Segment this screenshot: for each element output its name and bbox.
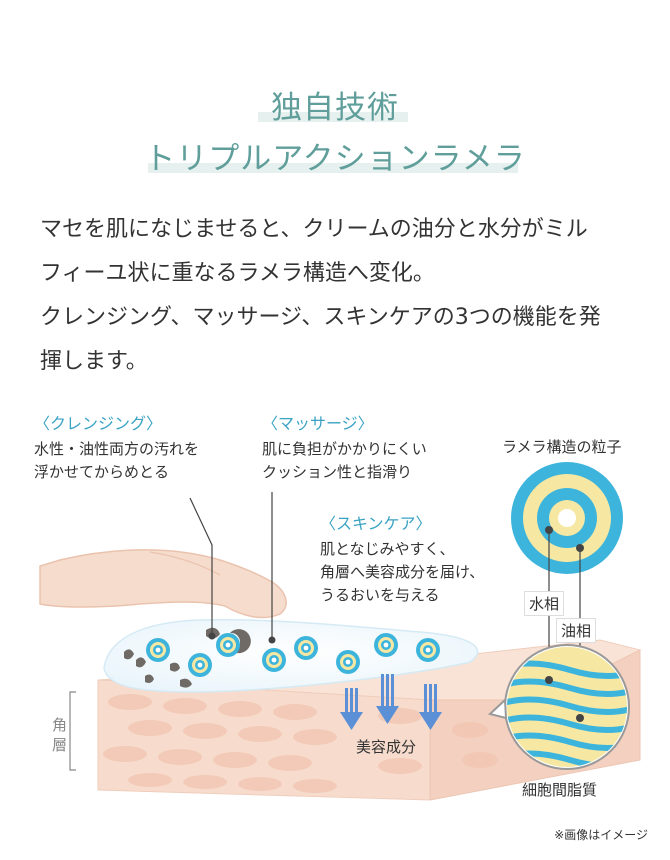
water-phase-label: 水相 xyxy=(524,591,565,616)
intro-line: フィーユ状に重なるラメラ構造へ変化。 xyxy=(40,261,435,286)
ingredient-arrows xyxy=(340,674,442,730)
page-title: 独自技術 xyxy=(271,90,399,126)
massage-heading: 〈マッサージ〉 xyxy=(262,414,374,433)
particle-title: ラメラ構造の粒子 xyxy=(502,438,622,456)
zoom-circle xyxy=(487,644,630,770)
page-subtitle: トリプルアクションラメラ xyxy=(144,141,526,177)
skincare-description: 肌となじみやすく、 角層へ美容成分を届け、 うるおいを与える xyxy=(320,540,485,604)
intro-line: クレンジング、マッサージ、スキンケアの3つの機能を発 xyxy=(40,305,601,330)
image-note: ※画像はイメージ xyxy=(554,828,648,842)
massage-description: 肌に負担がかかりにくい クッション性と指滑り xyxy=(262,440,427,481)
title-highlight-1 xyxy=(258,112,408,122)
intro-line: マセを肌になじませると、クリームの油分と水分がミル xyxy=(40,217,588,242)
cleansing-description: 水性・油性両方の汚れを 浮かせてからめとる xyxy=(34,440,200,481)
intro-line: 揮します。 xyxy=(40,349,148,374)
leader-lines xyxy=(189,492,273,640)
stratum-corneum-label: 角層 xyxy=(52,716,68,754)
intro-paragraph: マセを肌になじませると、クリームの油分と水分がミル フィーユ状に重なるラメラ構造… xyxy=(40,208,640,384)
cleansing-heading: 〈クレンジング〉 xyxy=(34,414,163,433)
lamella-particles xyxy=(146,633,440,677)
stratum-bracket xyxy=(69,691,76,771)
hand-illustration xyxy=(39,549,287,619)
dirt-particles xyxy=(124,627,251,688)
oil-phase-label: 油相 xyxy=(556,618,597,643)
ingredients-label: 美容成分 xyxy=(356,738,417,756)
title-highlight-2 xyxy=(148,163,518,173)
large-particle xyxy=(511,462,623,574)
skincare-heading: 〈スキンケア〉 xyxy=(320,514,432,533)
intercellular-lipid-label: 細胞間脂質 xyxy=(522,781,598,799)
